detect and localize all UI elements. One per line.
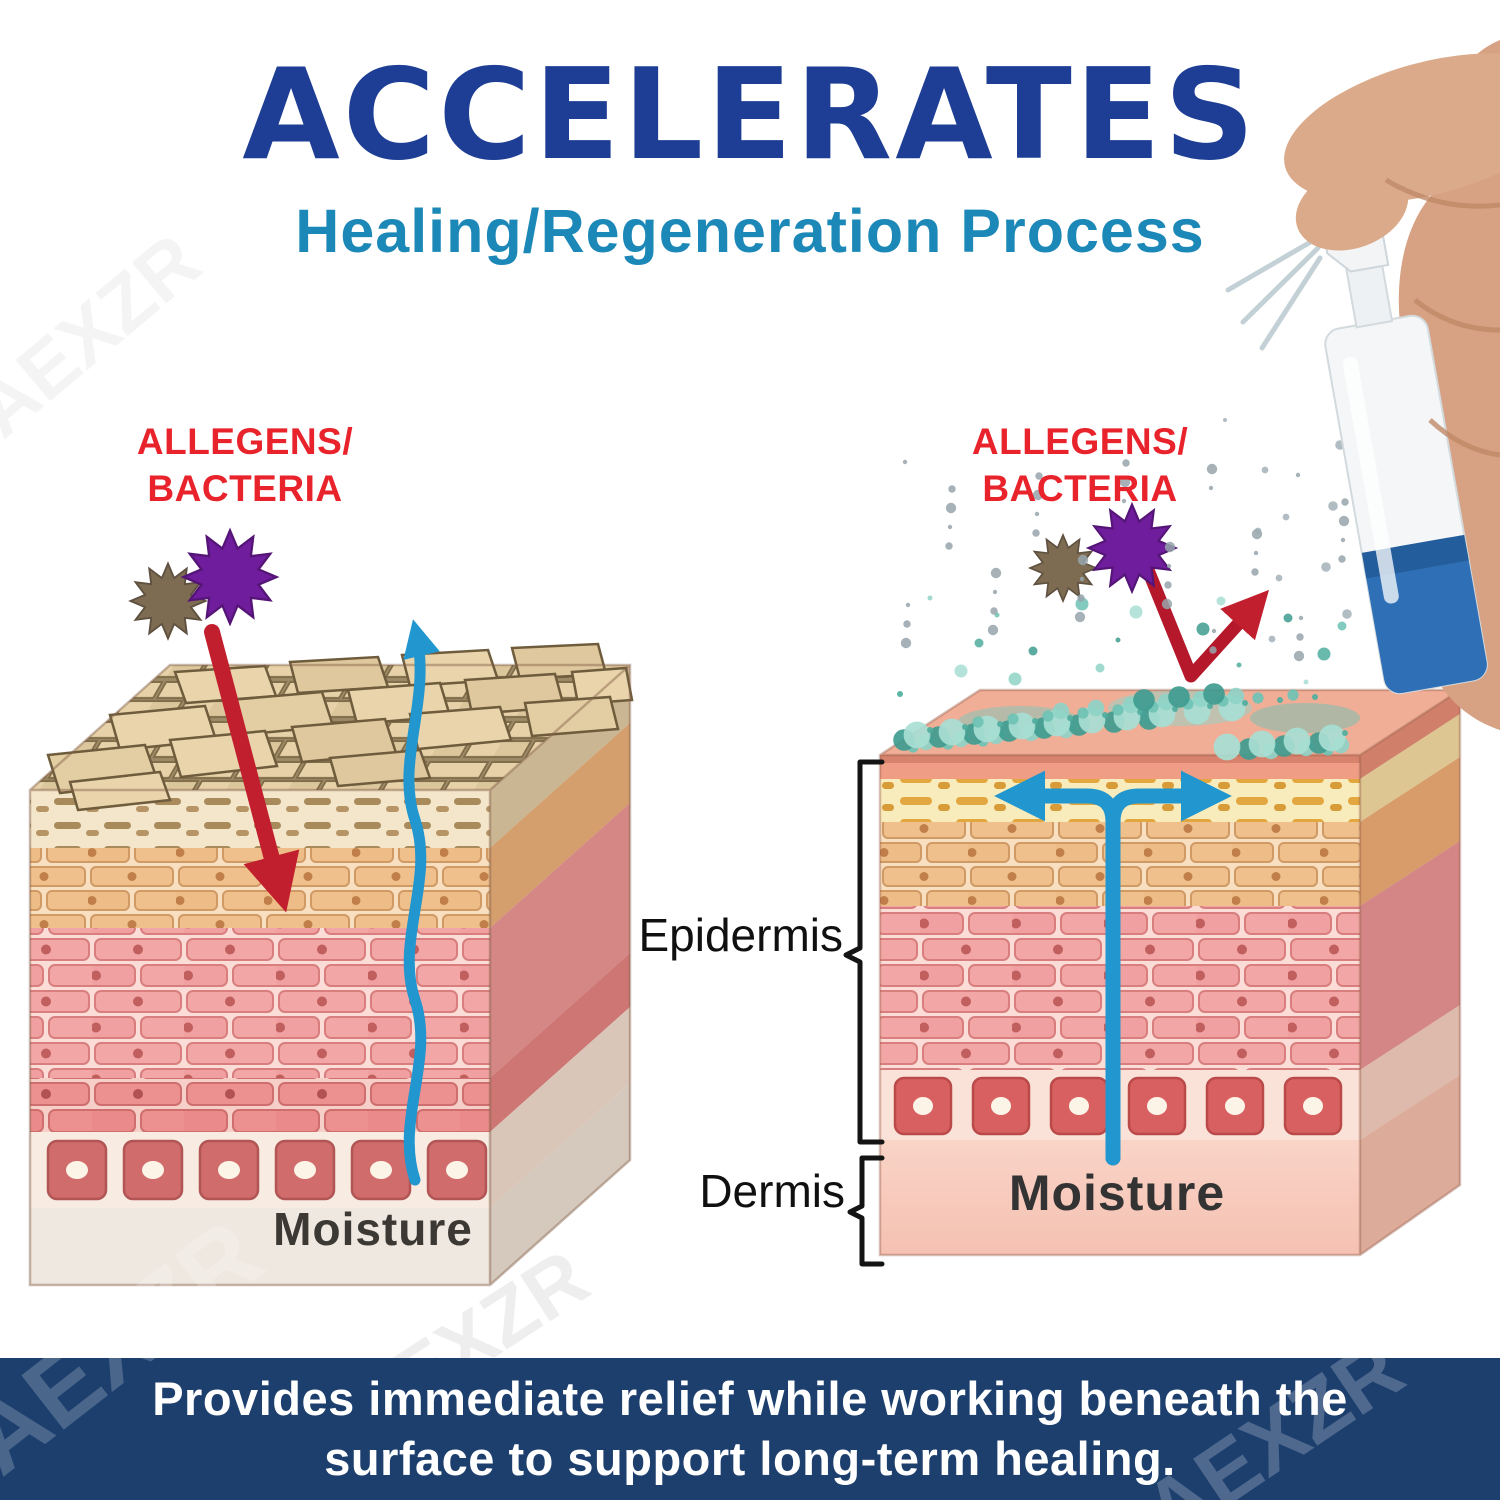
subtitle: Healing/Regeneration Process bbox=[295, 197, 1205, 265]
bacteria-icon-right-brown bbox=[1029, 534, 1097, 602]
dermis-label: Dermis bbox=[699, 1165, 845, 1217]
spray-bottle bbox=[1322, 222, 1488, 695]
main-title: ACCELERATES bbox=[242, 41, 1258, 188]
left-allergens-label: ALLEGENS/ BACTERIA bbox=[85, 418, 405, 512]
spray-jet bbox=[1225, 237, 1323, 351]
bottom-banner: Provides immediate relief while working … bbox=[0, 1358, 1500, 1500]
banner-line-2: surface to support long-term healing. bbox=[324, 1432, 1176, 1485]
right-allergens-line1: ALLEGENS/ bbox=[971, 421, 1189, 462]
spray-bottle-hand bbox=[1225, 40, 1500, 730]
left-moisture-label: Moisture bbox=[273, 1203, 473, 1255]
dermis-bracket bbox=[847, 1155, 885, 1267]
epidermis-label: Epidermis bbox=[638, 909, 843, 961]
right-cube-side-face bbox=[1360, 690, 1460, 1255]
right-allergens-label: ALLEGENS/ BACTERIA bbox=[920, 418, 1240, 512]
left-skin-diagram bbox=[28, 529, 634, 1287]
index-finger bbox=[1284, 53, 1500, 203]
right-moisture-label: Moisture bbox=[1008, 1165, 1226, 1221]
left-allergens-line2: BACTERIA bbox=[147, 468, 343, 509]
left-allergens-line1: ALLEGENS/ bbox=[136, 421, 354, 462]
right-skin-diagram bbox=[878, 503, 1462, 1257]
finger-gap-lines bbox=[1384, 177, 1500, 458]
bacteria-icon-right-purple bbox=[1087, 503, 1177, 593]
bacteria-icon-left-purple bbox=[182, 529, 278, 625]
left-cube-outline bbox=[28, 663, 632, 1287]
moisture-escape-arrow-icon bbox=[403, 619, 440, 1186]
moisture-spread-arrow-icon bbox=[994, 770, 1232, 1166]
fingertip-on-nozzle bbox=[1295, 165, 1409, 251]
epidermis-bracket bbox=[843, 759, 885, 1145]
spray-particles bbox=[893, 595, 1350, 761]
left-basal-cell-nuclei bbox=[66, 1161, 468, 1179]
allergen-penetration-arrow-icon bbox=[204, 624, 300, 913]
banner-line-1: Provides immediate relief while working … bbox=[152, 1372, 1348, 1425]
right-cube-outline bbox=[878, 688, 1462, 1257]
right-basal-cell-nuclei bbox=[913, 1097, 1323, 1115]
right-allergens-line2: BACTERIA bbox=[982, 468, 1178, 509]
